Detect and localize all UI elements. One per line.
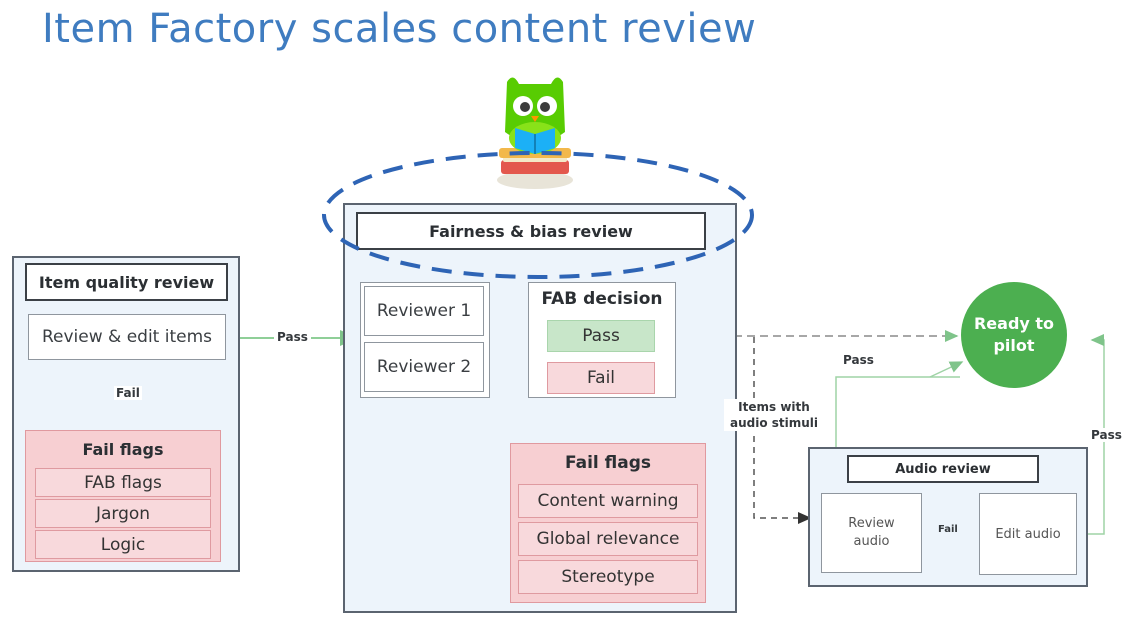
items-with-audio-label: Items with audio stimuli — [724, 399, 824, 431]
slide-title: Item Factory scales content review — [42, 6, 757, 52]
item-quality-header: Item quality review — [25, 263, 228, 301]
review-audio-line-1: Review — [848, 516, 895, 531]
fail-label-audio: Fail — [938, 524, 958, 535]
reviewer-1-box: Reviewer 1 — [364, 286, 484, 336]
ready-line-2: pilot — [993, 336, 1035, 355]
reviewer-2-box: Reviewer 2 — [364, 342, 484, 392]
fab-decision-title: FAB decision — [541, 289, 663, 309]
edit-audio-box: Edit audio — [979, 493, 1077, 575]
ready-to-pilot-node: Ready to pilot — [961, 282, 1067, 388]
ready-line-1: Ready to — [973, 314, 1055, 333]
fairness-fail-flags-title: Fail flags — [564, 453, 652, 473]
edge-audio-pass-arrow — [929, 361, 964, 378]
flag-stereotype: Stereotype — [518, 560, 698, 594]
owl-mascot-icon — [497, 77, 573, 189]
fab-pass-box: Pass — [547, 320, 655, 352]
items-with-audio-line-1: Items with — [738, 400, 810, 414]
flag-content-warning: Content warning — [518, 484, 698, 518]
review-audio-line-2: audio — [853, 534, 890, 549]
fab-fail-box: Fail — [547, 362, 655, 394]
review-edit-items-box: Review & edit items — [28, 314, 226, 360]
review-audio-box: Review audio — [821, 493, 922, 573]
items-with-audio-line-2: audio stimuli — [729, 416, 819, 430]
pass-label-audio: Pass — [840, 353, 877, 367]
flag-jargon: Jargon — [35, 499, 211, 528]
highlight-ellipse — [322, 151, 754, 279]
flag-global-relevance: Global relevance — [518, 522, 698, 556]
fairness-header: Fairness & bias review — [356, 212, 706, 250]
flag-logic: Logic — [35, 530, 211, 559]
audio-review-header: Audio review — [847, 455, 1039, 483]
edge-items-with-audio — [753, 337, 812, 524]
pass-label-edit-audio: Pass — [1088, 428, 1125, 442]
pass-label-to-fairness: Pass — [274, 330, 311, 344]
fail-label-item-quality: Fail — [114, 386, 142, 400]
flag-fab-flags: FAB flags — [35, 468, 211, 497]
item-quality-fail-flags-title: Fail flags — [82, 439, 164, 459]
